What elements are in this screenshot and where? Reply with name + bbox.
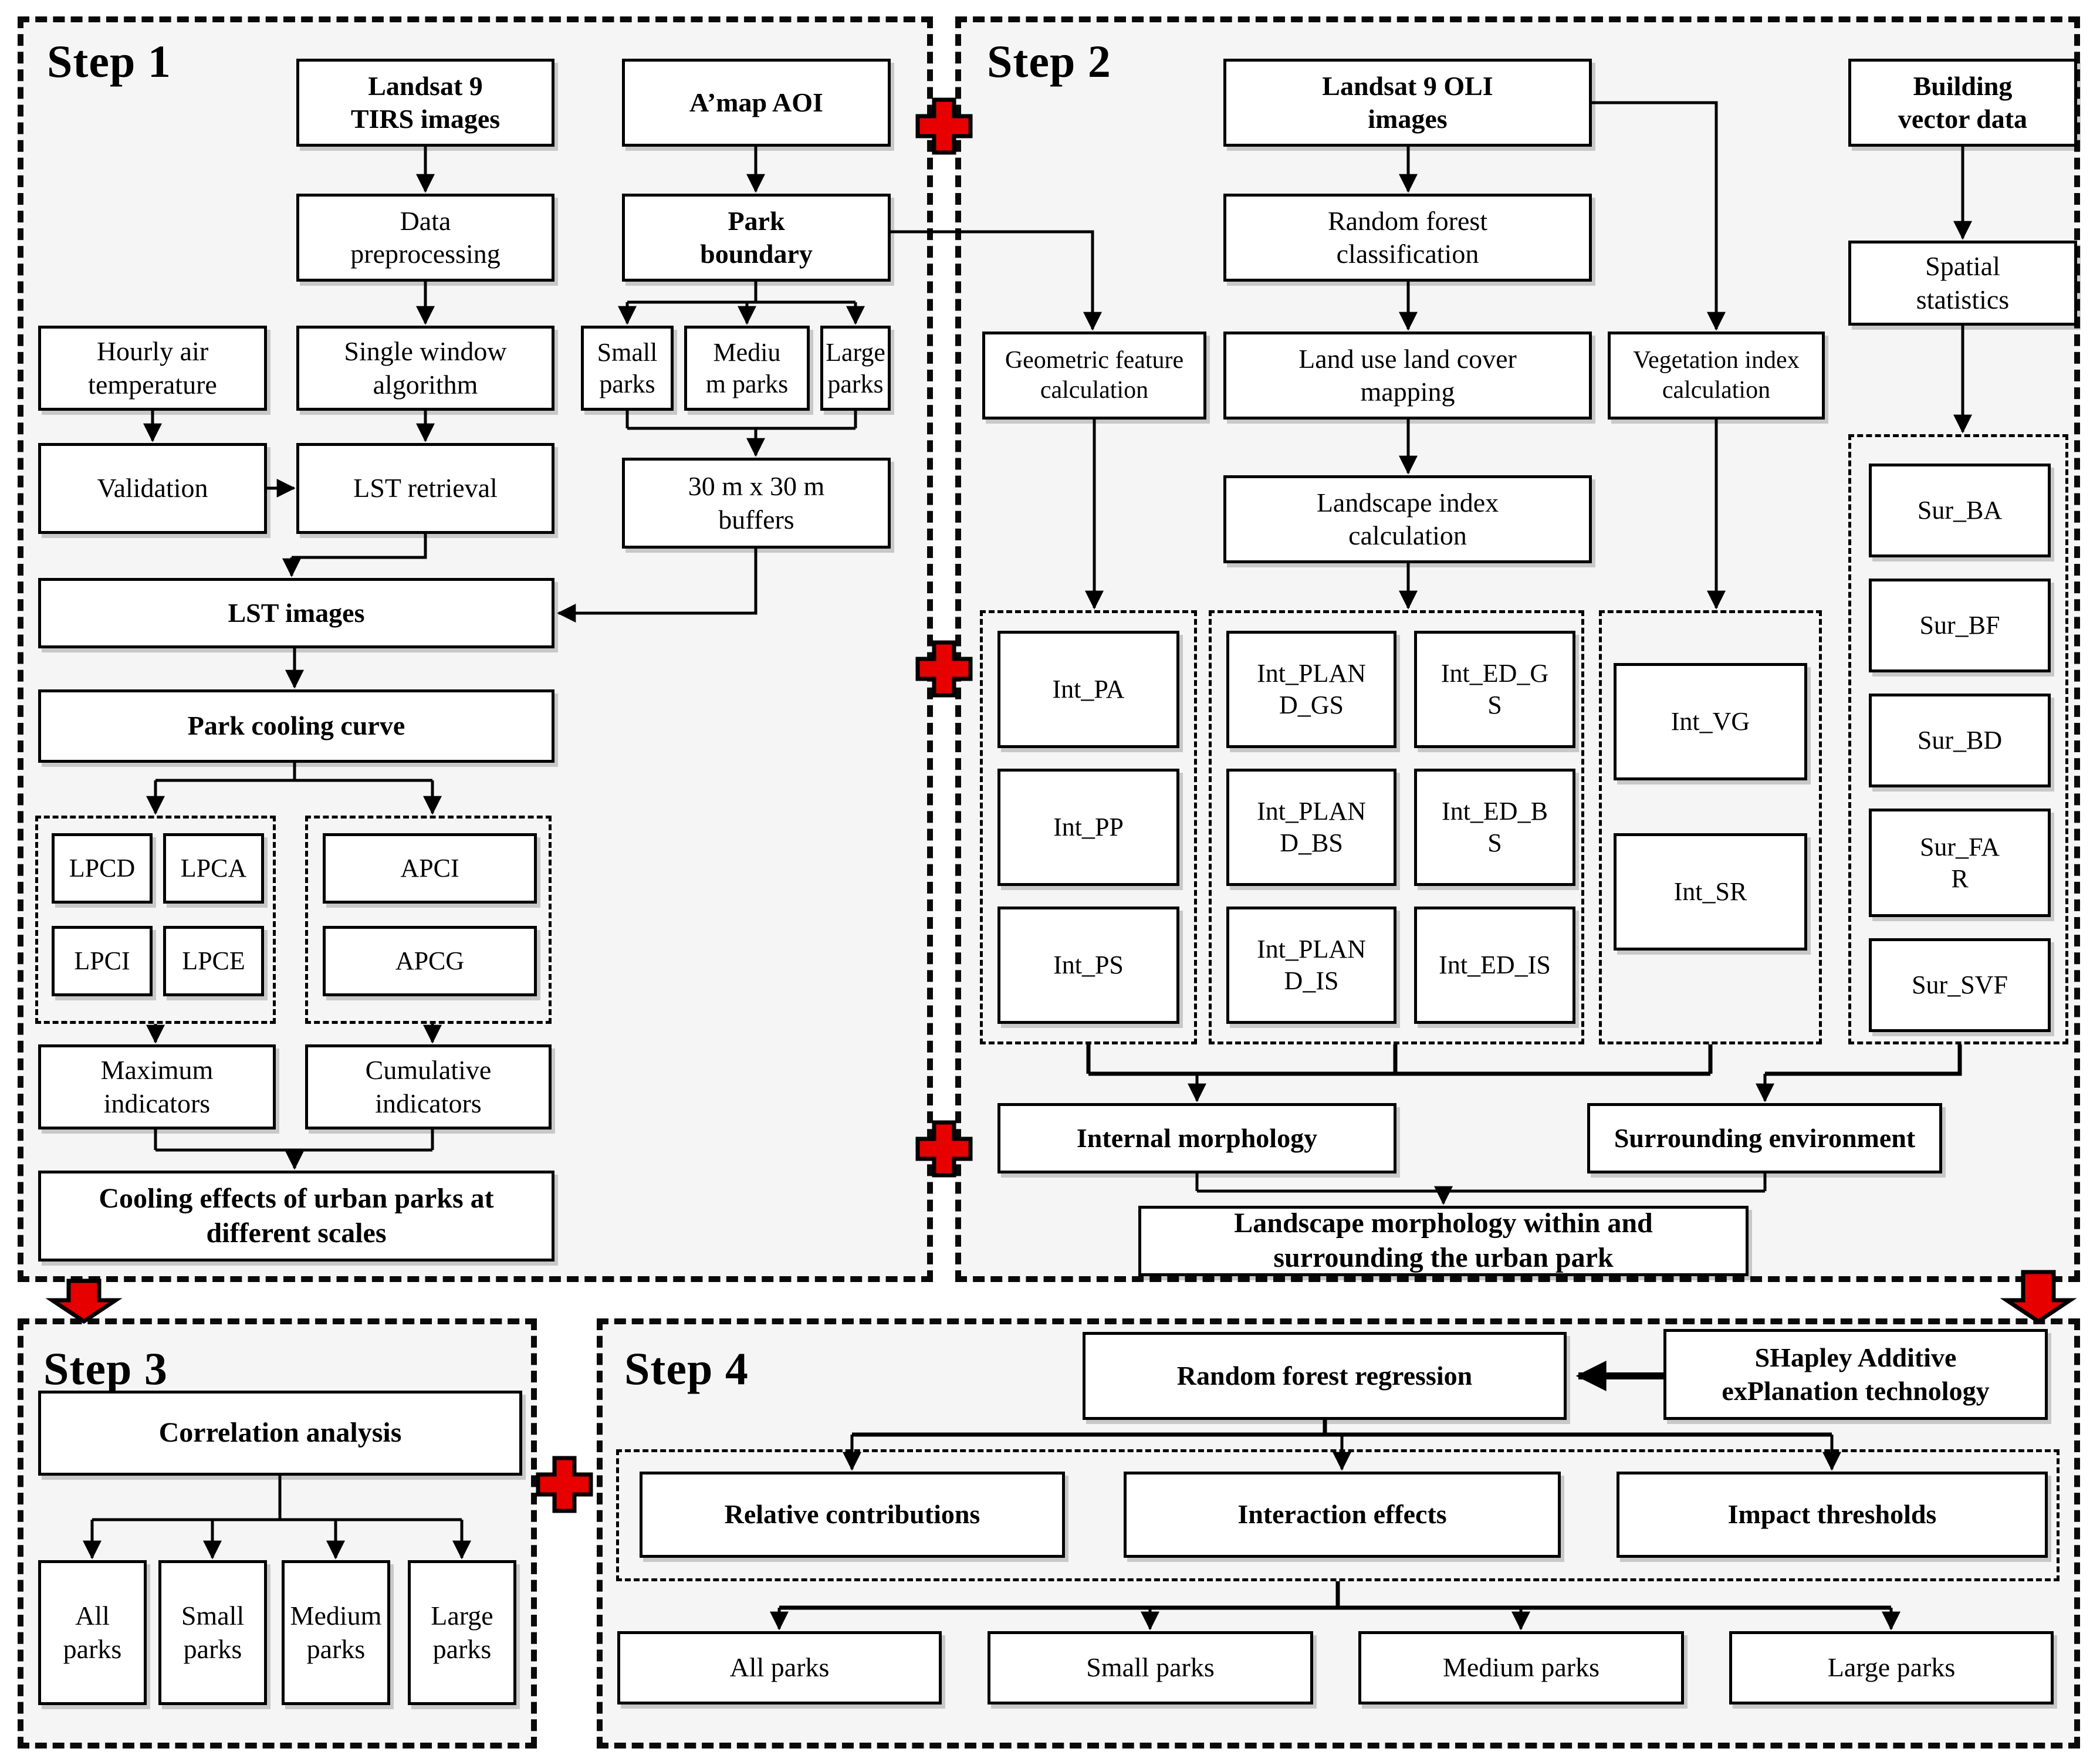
box-hourly-air-temperature: Hourly air temperature [38,326,267,411]
box-int-pa: Int_PA [997,631,1179,748]
box-buffers: 30 m x 30 m buffers [622,458,891,549]
box-park-boundary: Park boundary [622,194,891,282]
group-surrounding-vars [1848,434,2068,1044]
box-landsat-tirs: Landsat 9 TIRS images [296,59,554,147]
step4-title: Step 4 [624,1343,749,1394]
step1-title: Step 1 [47,36,171,87]
box-int-sr: Int_SR [1614,833,1807,951]
group-shap-outputs [616,1449,2060,1581]
box-lulc-mapping: Land use land cover mapping [1223,332,1592,420]
box-validation: Validation [38,443,267,534]
step2-title: Step 2 [987,36,1111,87]
box-rf-classification: Random forest classification [1223,194,1592,282]
box-int-ed-bs: Int_ED_B S [1414,769,1575,886]
box-lpcd: LPCD [52,833,153,904]
group-int-landscape [1209,610,1584,1044]
box-s3-medium-parks: Medium parks [282,1560,390,1705]
box-spatial-statistics: Spatial statistics [1848,241,2077,326]
box-park-cooling-curve: Park cooling curve [38,689,554,763]
box-int-ps: Int_PS [997,907,1179,1024]
group-int-vegetation [1599,610,1822,1044]
box-interaction-effects: Interaction effects [1124,1472,1561,1558]
box-medium-parks: Mediu m parks [684,326,810,411]
box-building-vector-data: Building vector data [1848,59,2077,147]
box-data-preprocessing: Data preprocessing [296,194,554,282]
box-relative-contributions: Relative contributions [640,1472,1065,1558]
box-apci: APCI [323,833,537,904]
box-sur-bf: Sur_BF [1869,579,2051,672]
box-apcg: APCG [323,926,537,996]
box-large-parks: Large parks [820,326,891,411]
box-int-pland-gs: Int_PLAN D_GS [1226,631,1396,748]
box-rf-regression: Random forest regression [1083,1332,1567,1420]
box-lpce: LPCE [163,926,264,996]
box-geometric-feature-calc: Geometric feature calculation [982,332,1206,420]
box-int-vg: Int_VG [1614,663,1807,780]
box-s3-small-parks: Small parks [158,1560,267,1705]
box-impact-thresholds: Impact thresholds [1617,1472,2048,1558]
box-lpca: LPCA [163,833,264,904]
box-sur-bd: Sur_BD [1869,694,2051,787]
box-internal-morphology: Internal morphology [997,1103,1396,1173]
box-lpci: LPCI [52,926,153,996]
box-landscape-morphology: Landscape morphology within and surround… [1138,1206,1749,1276]
box-int-pp: Int_PP [997,769,1179,886]
box-s4-large-parks: Large parks [1729,1631,2054,1704]
step3-title: Step 3 [43,1343,168,1394]
box-cooling-effects: Cooling effects of urban parks at differ… [38,1171,554,1262]
box-sur-far: Sur_FA R [1869,809,2051,917]
box-cumulative-indicators: Cumulative indicators [305,1044,552,1129]
group-local-cooling-indicators [35,816,276,1024]
box-correlation-analysis: Correlation analysis [38,1391,522,1476]
box-landsat-oli: Landsat 9 OLI images [1223,59,1592,147]
box-surrounding-environment: Surrounding environment [1587,1103,1942,1173]
box-lst-images: LST images [38,578,554,648]
box-shap-technology: SHapley Additive exPlanation technology [1663,1329,2048,1420]
box-single-window-algorithm: Single window algorithm [296,326,554,411]
box-int-pland-is: Int_PLAN D_IS [1226,907,1396,1024]
box-lst-retrieval: LST retrieval [296,443,554,534]
red-plus-icon [536,97,973,1513]
red-arrow-down-icon [45,1270,2077,1324]
box-s4-medium-parks: Medium parks [1358,1631,1684,1704]
box-sur-svf: Sur_SVF [1869,938,2051,1032]
box-s3-all-parks: All parks [38,1560,147,1705]
group-int-geometric [980,610,1197,1044]
box-vegetation-index-calc: Vegetation index calculation [1608,332,1825,420]
box-int-ed-is: Int_ED_IS [1414,907,1575,1024]
box-s4-all-parks: All parks [617,1631,942,1704]
box-small-parks: Small parks [581,326,674,411]
box-s4-small-parks: Small parks [988,1631,1313,1704]
box-landscape-index-calc: Landscape index calculation [1223,475,1592,563]
box-maximum-indicators: Maximum indicators [38,1044,276,1129]
box-s3-large-parks: Large parks [408,1560,516,1705]
box-int-pland-bs: Int_PLAN D_BS [1226,769,1396,886]
box-int-ed-gs: Int_ED_G S [1414,631,1575,748]
group-accumulated-cooling-indicators [305,816,552,1024]
box-sur-ba: Sur_BA [1869,464,2051,557]
box-amap-aoi: A’map AOI [622,59,891,147]
